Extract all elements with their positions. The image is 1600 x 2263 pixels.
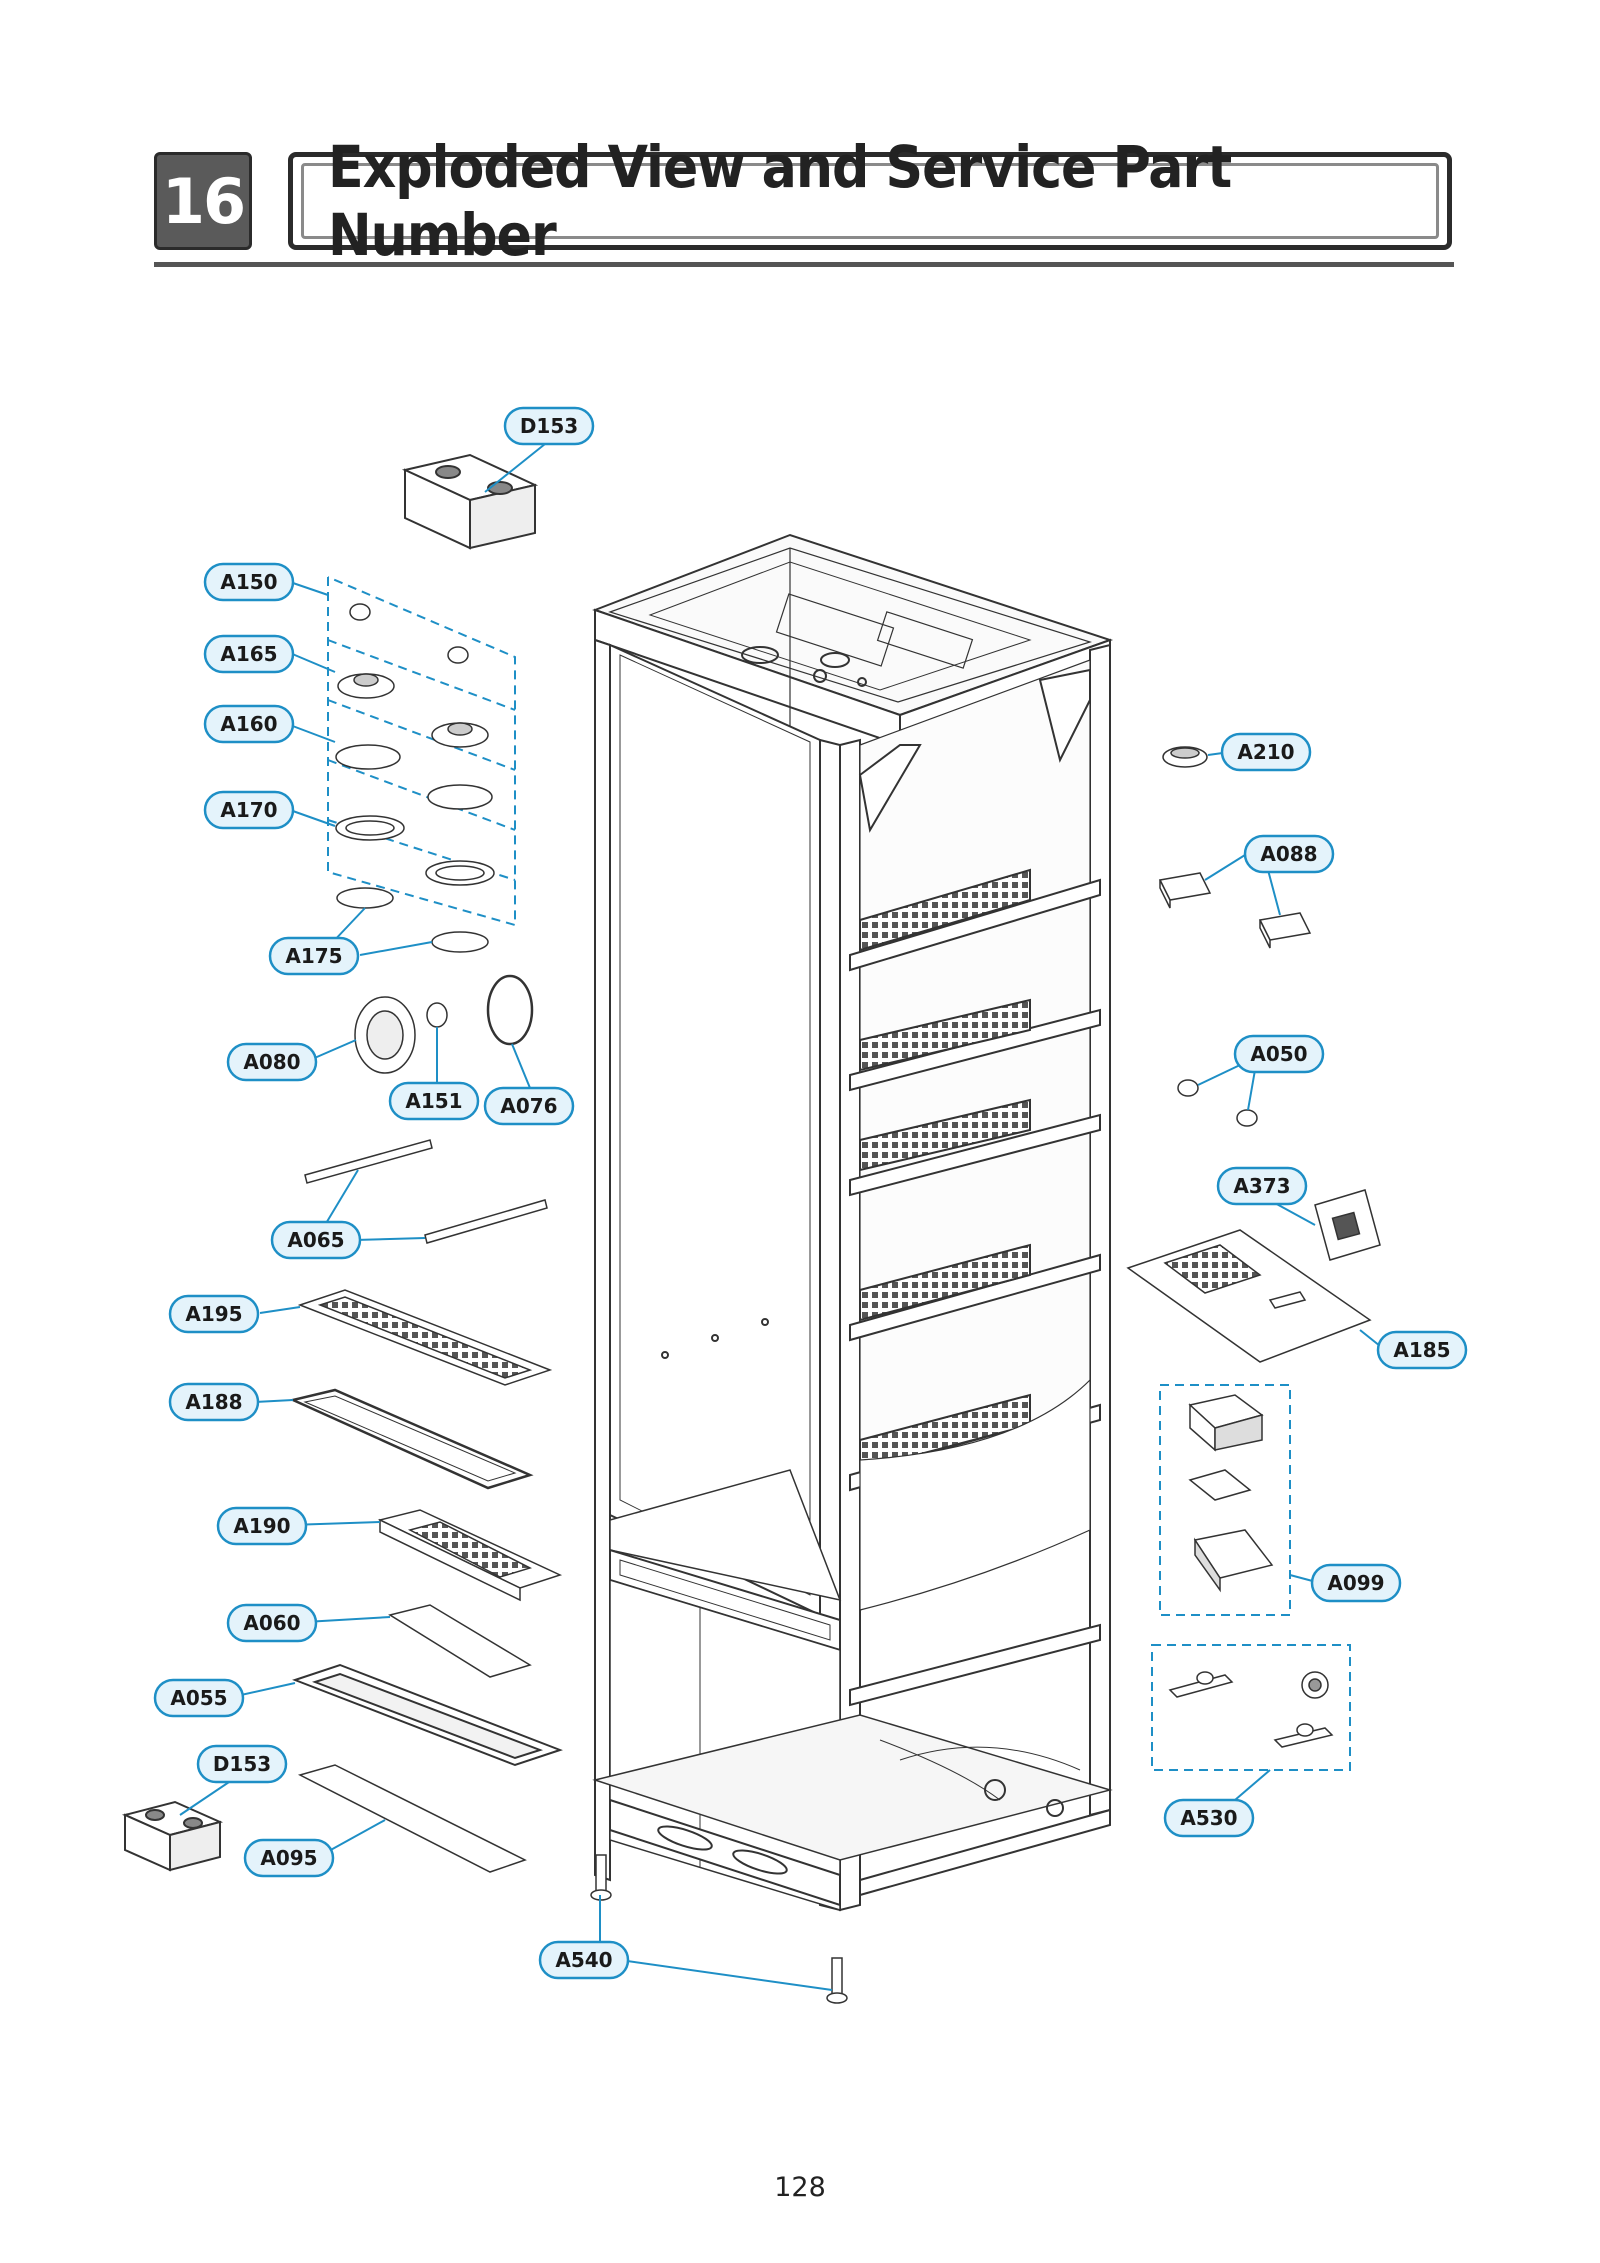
callout-a165: A165 — [203, 634, 295, 674]
callout-d153-top: D153 — [503, 406, 595, 446]
callout-a151: A151 — [388, 1081, 480, 1121]
section-title-box: Exploded View and Service Part Number — [288, 133, 1452, 269]
svg-text:A188: A188 — [185, 1390, 242, 1414]
svg-text:A373: A373 — [1233, 1174, 1290, 1198]
svg-text:A151: A151 — [405, 1089, 462, 1113]
svg-text:A195: A195 — [185, 1302, 242, 1326]
callout-a088: A088 — [1243, 834, 1335, 874]
callout-a065: A065 — [270, 1220, 362, 1260]
section-number: 16 — [154, 152, 252, 250]
svg-text:A099: A099 — [1327, 1571, 1384, 1595]
svg-text:A065: A065 — [287, 1228, 344, 1252]
svg-text:A165: A165 — [220, 642, 277, 666]
part-a210 — [1162, 746, 1208, 768]
svg-text:A170: A170 — [220, 798, 277, 822]
callout-a050: A050 — [1233, 1034, 1325, 1074]
part-a088 — [1158, 872, 1312, 949]
part-a055-frame — [292, 1663, 563, 1767]
callout-a175: A175 — [268, 936, 360, 976]
part-a373 — [1314, 1189, 1381, 1261]
callout-a373: A373 — [1216, 1166, 1308, 1206]
svg-text:A190: A190 — [233, 1514, 290, 1538]
svg-text:A055: A055 — [170, 1686, 227, 1710]
part-a060-gasket — [388, 1604, 532, 1678]
callout-bubbles: D153 A150 A165 A160 A170 A175 A080 A151 … — [153, 406, 1468, 1980]
svg-text:A060: A060 — [243, 1611, 300, 1635]
callout-a530: A530 — [1163, 1798, 1255, 1838]
svg-text:A095: A095 — [260, 1846, 317, 1870]
callout-a540: A540 — [538, 1940, 630, 1980]
callout-a076: A076 — [483, 1086, 575, 1126]
part-d153-bottom — [121, 1800, 224, 1872]
svg-text:D153: D153 — [213, 1752, 271, 1776]
callout-a188: A188 — [168, 1382, 260, 1422]
svg-text:A150: A150 — [220, 570, 277, 594]
svg-text:A185: A185 — [1393, 1338, 1450, 1362]
part-a190-tray — [377, 1509, 563, 1602]
callout-a095: A095 — [243, 1838, 335, 1878]
callout-a055: A055 — [153, 1678, 245, 1718]
callout-a099: A099 — [1310, 1563, 1402, 1603]
part-a185-panel — [1126, 1229, 1372, 1363]
part-a530 — [1168, 1671, 1334, 1748]
part-a195-cover — [297, 1289, 553, 1386]
callout-a150: A150 — [203, 562, 295, 602]
callout-a190: A190 — [216, 1506, 308, 1546]
part-a188-filter — [289, 1388, 534, 1490]
svg-text:A210: A210 — [1237, 740, 1294, 764]
svg-text:A050: A050 — [1250, 1042, 1307, 1066]
page-number: 128 — [774, 2172, 826, 2203]
svg-text:A080: A080 — [243, 1050, 300, 1074]
callout-a195: A195 — [168, 1294, 260, 1334]
svg-text:A076: A076 — [500, 1094, 557, 1118]
svg-text:A540: A540 — [555, 1948, 612, 1972]
section-title: Exploded View and Service Part Number — [328, 133, 1232, 269]
callout-a160: A160 — [203, 704, 295, 744]
svg-text:A175: A175 — [285, 944, 342, 968]
callout-a060: A060 — [226, 1603, 318, 1643]
part-d153-top — [401, 453, 539, 550]
callout-a080: A080 — [226, 1042, 318, 1082]
callout-a185: A185 — [1376, 1330, 1468, 1370]
svg-text:A160: A160 — [220, 712, 277, 736]
fan-parts — [335, 603, 495, 953]
part-a050 — [1177, 1079, 1258, 1127]
rail-parts — [304, 1139, 548, 1244]
svg-text:D153: D153 — [520, 414, 578, 438]
svg-text:A530: A530 — [1180, 1806, 1237, 1830]
part-a095-gasket — [297, 1764, 527, 1873]
header-rule — [154, 262, 1454, 267]
shelf-supports — [859, 868, 1031, 1472]
dashed-group-a099 — [1159, 1384, 1291, 1616]
callout-a170: A170 — [203, 790, 295, 830]
damper-parts — [354, 974, 534, 1074]
callout-d153-bottom: D153 — [196, 1744, 288, 1784]
part-a099 — [1188, 1394, 1274, 1593]
callout-a210: A210 — [1220, 732, 1312, 772]
dashed-group-a530 — [1151, 1644, 1351, 1771]
svg-text:A088: A088 — [1260, 842, 1317, 866]
page-header: 16 Exploded View and Service Part Number — [0, 0, 1600, 300]
cabinet-frame — [592, 533, 1114, 1912]
